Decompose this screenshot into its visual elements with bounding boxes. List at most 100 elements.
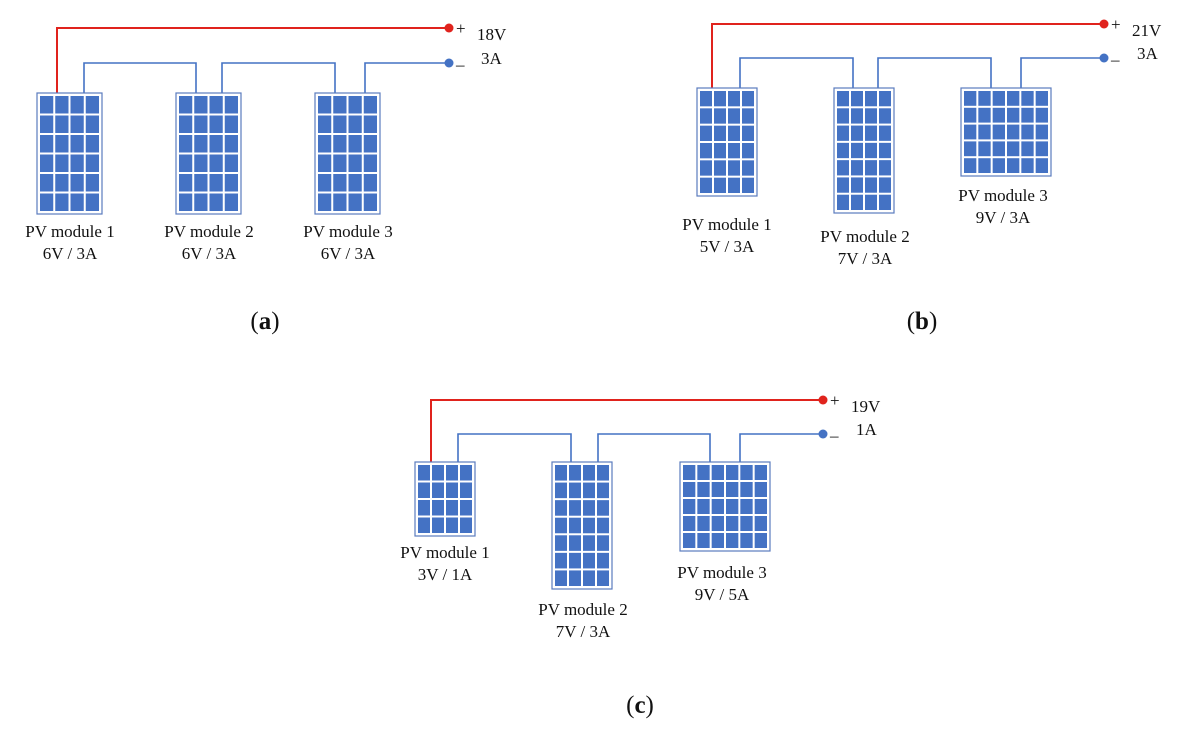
pv-cell [879, 108, 891, 124]
pv-cell [714, 143, 726, 159]
pv-cell [1035, 124, 1048, 140]
pv-cell [978, 124, 991, 140]
pv-cell [55, 115, 69, 133]
pv-cell [446, 465, 458, 481]
pv-cell [194, 193, 208, 211]
panel-caption: (c) [626, 692, 654, 719]
pv-cell [569, 500, 581, 516]
output-current: 1A [856, 420, 878, 439]
pv-cell [70, 96, 84, 114]
pv-cell [1007, 124, 1020, 140]
pv-cell [1021, 141, 1034, 157]
pv-cell [697, 465, 710, 480]
minus-sign: – [455, 55, 465, 74]
module-rating: 9V / 3A [976, 208, 1031, 227]
module-name: PV module 2 [164, 222, 253, 241]
pv-cell [318, 174, 332, 192]
pv-cell [70, 174, 84, 192]
pv-cell [837, 194, 849, 210]
pv-cell [224, 193, 238, 211]
module-rating: 6V / 3A [182, 244, 237, 263]
pv-cell [726, 533, 739, 548]
pv-cell [318, 96, 332, 114]
output-voltage: 21V [1132, 21, 1162, 40]
pv-cell [740, 499, 753, 514]
pv-module-3 [679, 461, 771, 552]
pv-cell [1035, 158, 1048, 173]
pv-module-3 [960, 87, 1052, 177]
pv-cell [711, 465, 724, 480]
positive-wire [56, 27, 446, 93]
pv-cell [754, 465, 767, 480]
pv-cell [964, 91, 977, 106]
pv-cell [85, 174, 99, 192]
pv-cell [1021, 107, 1034, 123]
pv-cell [460, 500, 472, 516]
pv-cell [851, 125, 863, 141]
output-voltage: 19V [851, 397, 881, 416]
pv-cell [978, 141, 991, 157]
pv-cell [726, 482, 739, 497]
pv-module-2 [551, 461, 613, 590]
module-rating: 6V / 3A [43, 244, 98, 263]
pv-cell [992, 107, 1005, 123]
pv-cell [865, 160, 877, 176]
pv-cell [333, 115, 347, 133]
pv-cell [851, 142, 863, 159]
pv-cell [333, 96, 347, 114]
series-wire [739, 57, 854, 88]
pv-cell [1035, 141, 1048, 157]
module-name: PV module 3 [958, 186, 1047, 205]
pv-cell [40, 154, 54, 172]
panel-c: + – 19V 1A PV module 1 3V / 1A PV module… [400, 391, 881, 719]
pv-cell [432, 500, 444, 516]
pv-cell [700, 143, 712, 159]
pv-cell [179, 135, 193, 153]
pv-cell [597, 552, 609, 569]
pv-cell [55, 96, 69, 114]
pv-cell [363, 154, 377, 172]
plus-sign: + [456, 19, 466, 38]
pv-cell [714, 177, 726, 193]
pv-cell [879, 194, 891, 210]
pv-cell [714, 160, 726, 176]
pv-cell [432, 517, 444, 533]
minus-sign: – [829, 426, 839, 445]
pv-cell [700, 91, 712, 107]
pv-cell [179, 174, 193, 192]
negative-wire [364, 62, 448, 93]
pv-cell [879, 125, 891, 141]
pv-cell [1007, 141, 1020, 157]
pv-cell [742, 160, 754, 176]
pv-cell [740, 482, 753, 497]
pv-cell [964, 107, 977, 123]
pv-cell [726, 465, 739, 480]
pv-cell [865, 142, 877, 159]
pv-cell [85, 154, 99, 172]
pv-cell [194, 135, 208, 153]
pv-cell [85, 193, 99, 211]
pv-cell [728, 108, 740, 124]
pv-cell [754, 499, 767, 514]
pv-cell [964, 124, 977, 140]
pv-cell [460, 482, 472, 498]
pv-cell [597, 465, 609, 481]
pv-cell [418, 500, 430, 516]
pv-cell [569, 535, 581, 551]
module-name: PV module 1 [25, 222, 114, 241]
output-current: 3A [481, 49, 503, 68]
pv-cell [569, 517, 581, 534]
series-wire [597, 433, 711, 462]
pv-cell [224, 154, 238, 172]
pv-cell [583, 535, 595, 551]
pv-cell [569, 552, 581, 569]
pv-cell [70, 115, 84, 133]
pv-cell [348, 96, 362, 114]
pv-cell [224, 115, 238, 133]
pv-cell [348, 174, 362, 192]
pv-cell [865, 177, 877, 193]
pv-cell [363, 193, 377, 211]
pv-cell [837, 125, 849, 141]
negative-wire [1020, 57, 1103, 88]
pv-cell [1021, 124, 1034, 140]
